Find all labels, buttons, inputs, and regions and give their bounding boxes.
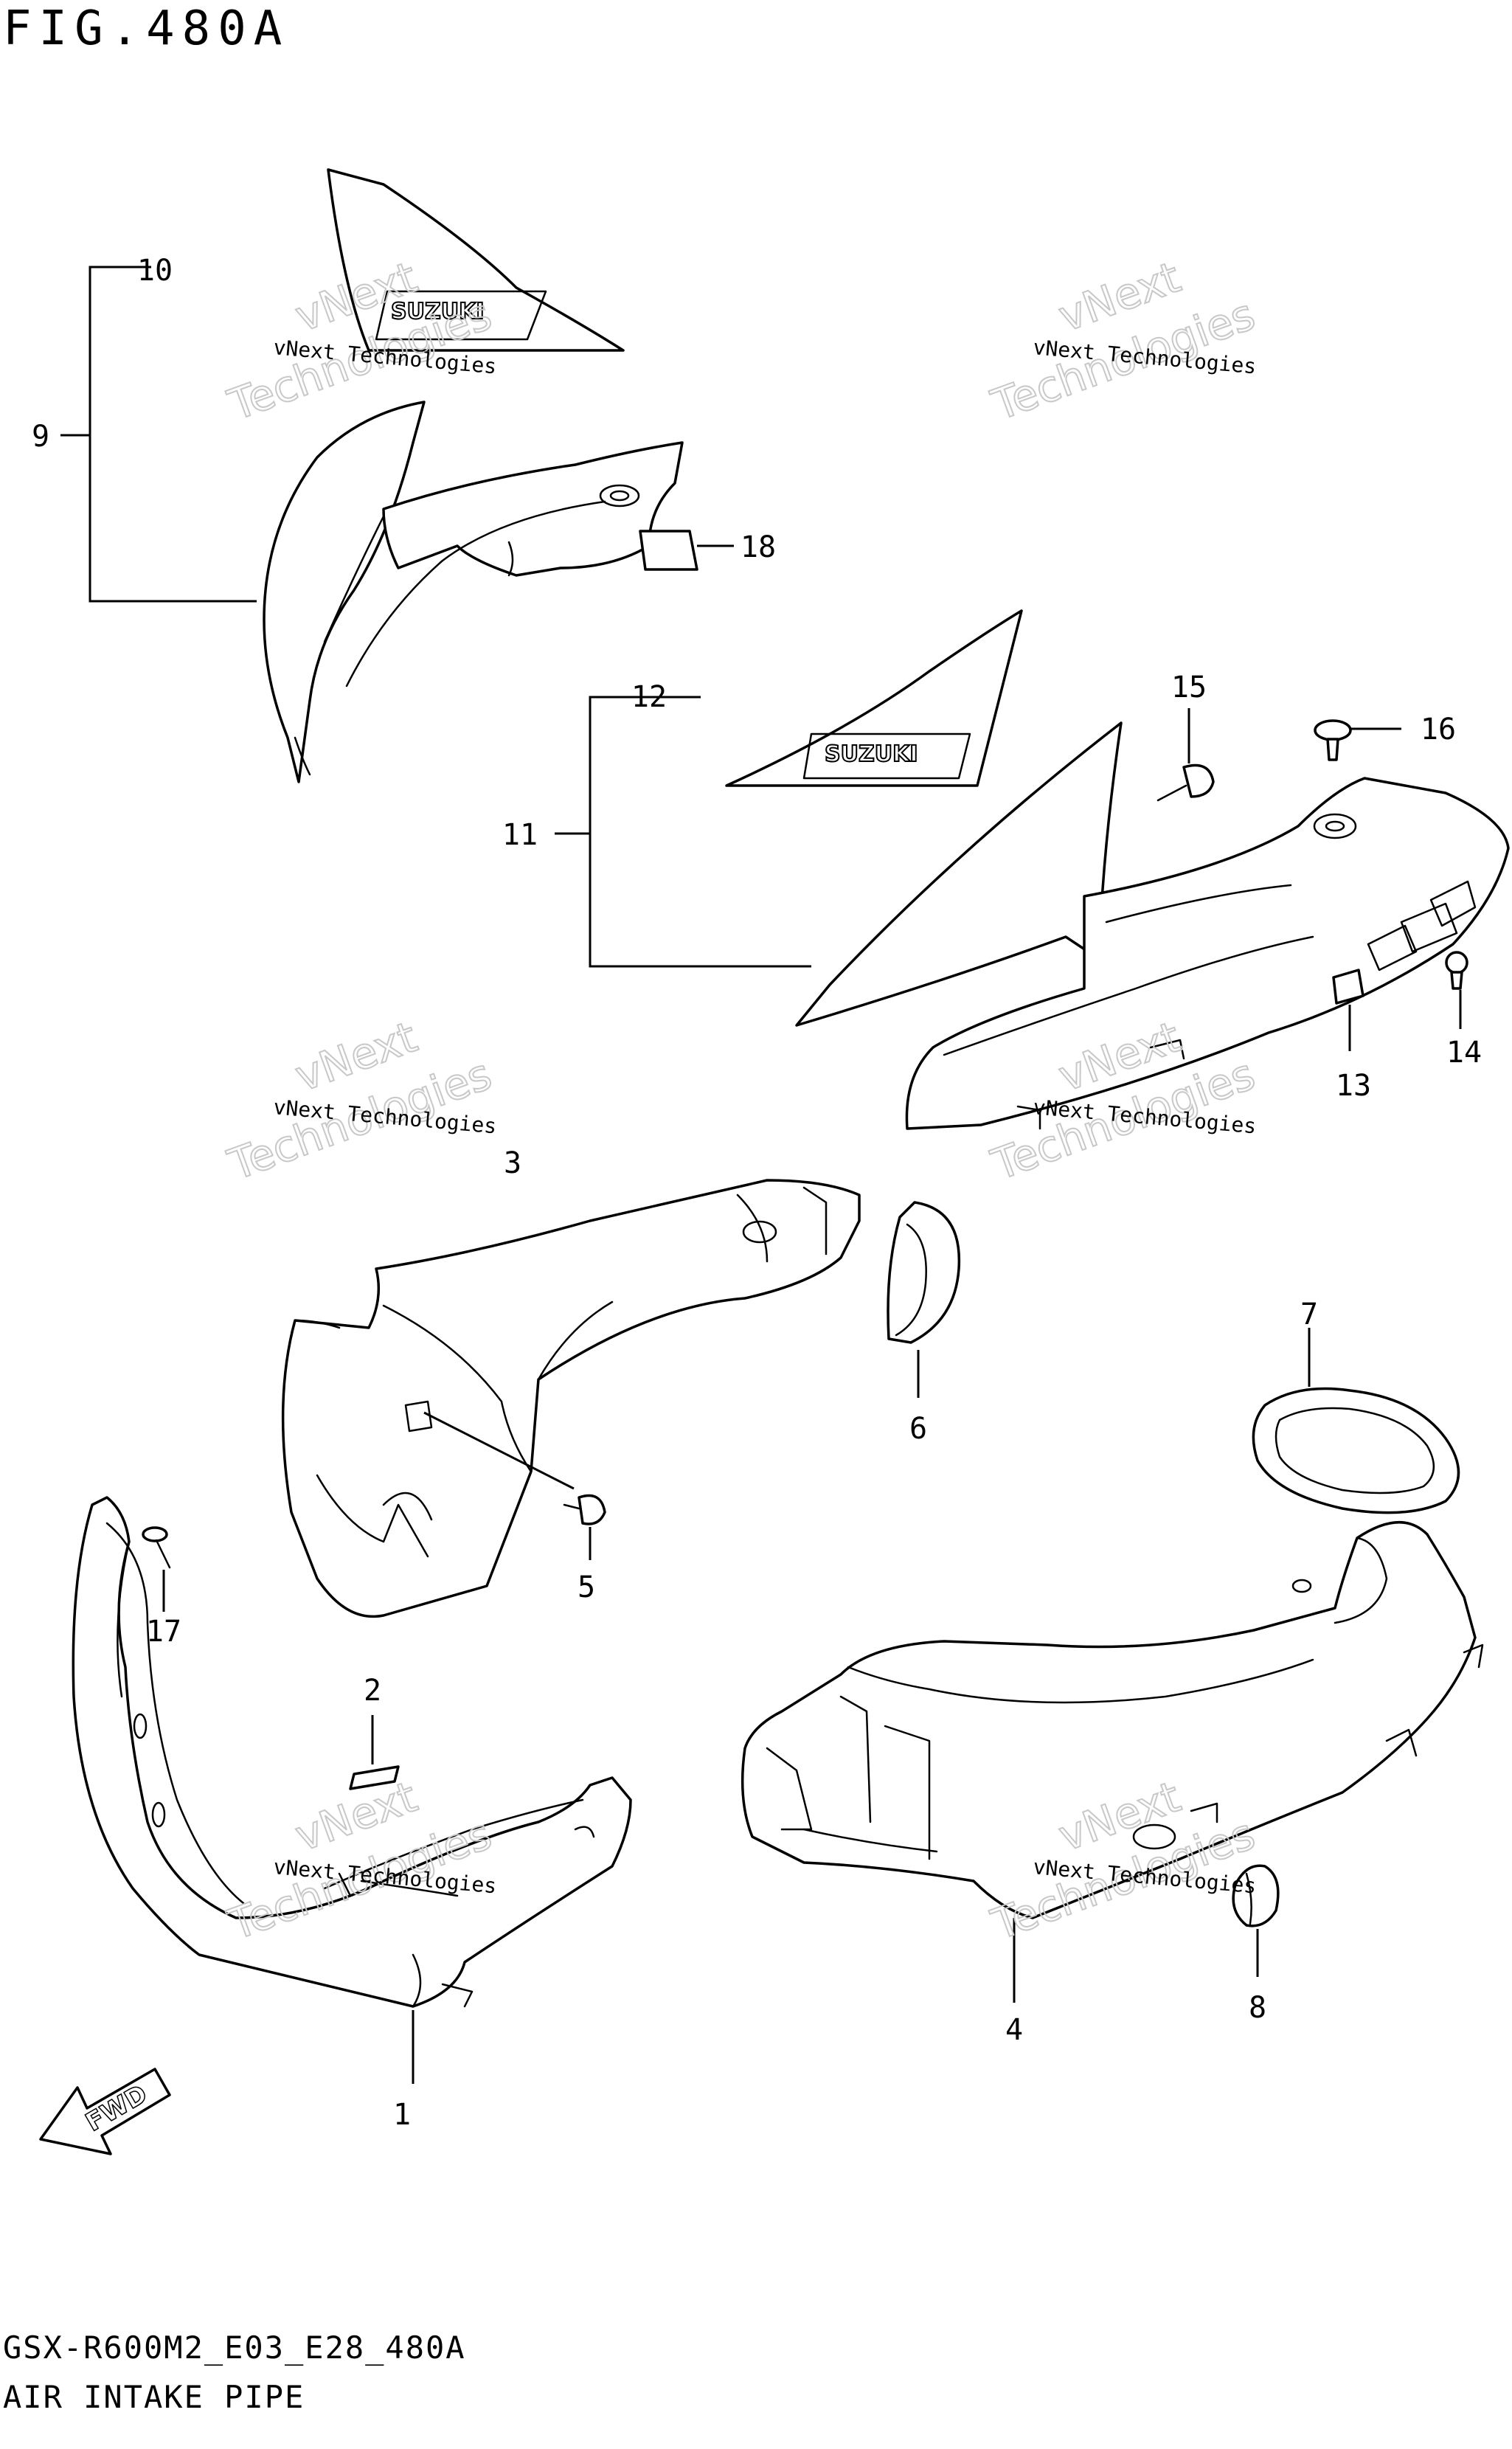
part-2-label[interactable] [349, 1715, 400, 1790]
callout-13[interactable]: 13 [1336, 1069, 1371, 1103]
callout-7[interactable]: 7 [1300, 1298, 1318, 1331]
callout-10[interactable]: 10 [137, 254, 173, 288]
fwd-label: FWD [81, 2079, 153, 2138]
callout-11[interactable]: 11 [502, 818, 538, 852]
callout-8[interactable]: 8 [1249, 1991, 1266, 2025]
callout-6[interactable]: 6 [909, 1412, 927, 1446]
callout-18[interactable]: 18 [741, 530, 776, 564]
part-9-inner-cowl[interactable] [263, 401, 684, 783]
figure-title: FIG.480A [3, 1, 290, 56]
section-name: AIR INTAKE PIPE [3, 2379, 305, 2415]
part-3-intake-duct[interactable] [281, 1179, 861, 1618]
part-5-screw[interactable] [423, 1411, 606, 1560]
fwd-arrow: FWD [39, 2068, 171, 2155]
watermark-3: vNext Technologies vNext Technologies [221, 1011, 499, 1191]
model-code: GSX-R600M2_E03_E28_480A [3, 2330, 466, 2366]
callout-1[interactable]: 1 [393, 2098, 411, 2132]
logo-text-upper: SUZUKI [391, 299, 485, 325]
bracket-9 [60, 266, 257, 603]
callout-9[interactable]: 9 [32, 420, 49, 454]
part-17-screw[interactable] [142, 1526, 171, 1612]
callout-14[interactable]: 14 [1446, 1036, 1482, 1070]
bracket-11 [555, 696, 811, 968]
watermark-2: vNext Technologies vNext Technologies [985, 251, 1262, 431]
part-16-clip[interactable] [1314, 719, 1401, 761]
callout-15[interactable]: 15 [1171, 671, 1207, 704]
callout-3[interactable]: 3 [504, 1146, 521, 1180]
callout-4[interactable]: 4 [1005, 2013, 1023, 2047]
part-4-intake-duct-lower[interactable] [741, 1520, 1484, 1919]
callout-17[interactable]: 17 [146, 1615, 181, 1649]
part-13-clip[interactable] [1332, 969, 1364, 1051]
logo-text-lower: SUZUKI [825, 741, 918, 767]
suzuki-logo-lower: SUZUKI [802, 732, 971, 780]
part-1-lower-cowl[interactable] [72, 1496, 632, 2084]
part-7-gasket-ring[interactable] [1252, 1328, 1460, 1514]
part-10-decal[interactable]: SUZUKI [327, 168, 625, 352]
part-15-screw[interactable] [1156, 708, 1215, 802]
suzuki-logo-upper: SUZUKI [375, 290, 547, 341]
part-6-duct-seal[interactable] [887, 1201, 961, 1398]
callout-5[interactable]: 5 [578, 1570, 595, 1604]
part-11-side-cowl[interactable] [795, 721, 1510, 1130]
callout-16[interactable]: 16 [1421, 713, 1456, 747]
part-8-grommet[interactable] [1232, 1864, 1280, 1977]
part-14-rivet[interactable] [1445, 951, 1468, 1029]
callout-12[interactable]: 12 [631, 680, 667, 714]
callout-2[interactable]: 2 [364, 1674, 381, 1708]
part-12-decal[interactable]: SUZUKI [725, 609, 1023, 787]
part-18-pad[interactable] [639, 530, 734, 571]
